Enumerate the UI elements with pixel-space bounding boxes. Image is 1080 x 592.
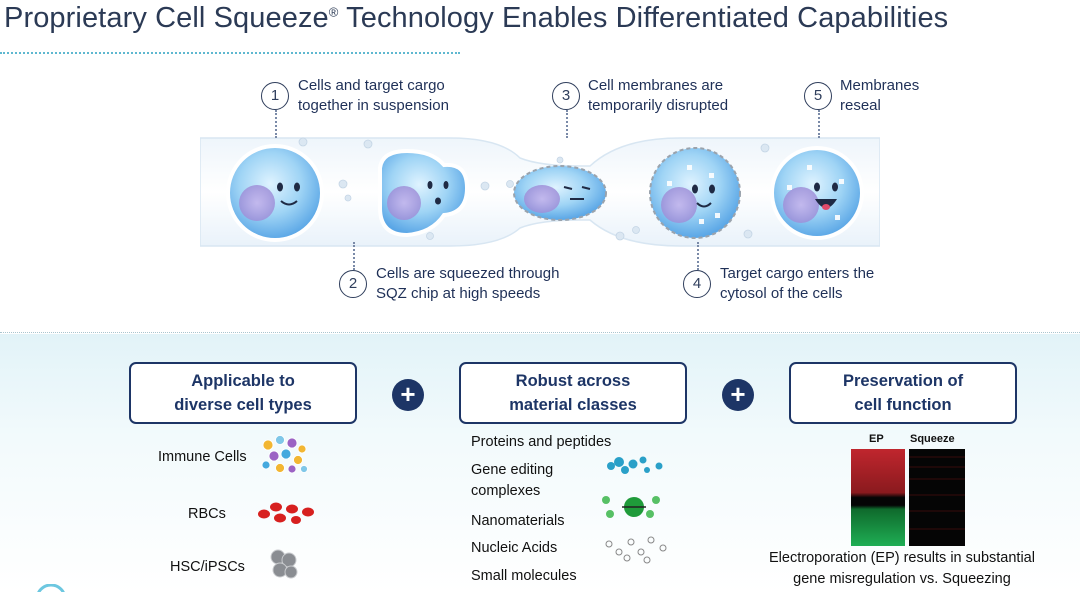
small-molecules-icon: [605, 536, 667, 564]
step-1-connector: [275, 110, 277, 138]
gene-expression-heatmap: [851, 449, 965, 546]
squeeze-process-illustration: [200, 137, 880, 247]
material-nucleic-acids: Nucleic Acids: [471, 540, 558, 556]
material-proteins: Proteins and peptides: [471, 434, 612, 450]
cell-type-hsc: HSC/iPSCs: [170, 559, 245, 575]
step-3-connector: [566, 110, 568, 138]
immune-cells-icon: [261, 435, 308, 474]
material-nanomaterials: Nanomaterials: [471, 513, 565, 529]
section-divider: [0, 332, 1080, 333]
material-small-molecules: Small molecules: [471, 568, 577, 584]
step-2-connector: [353, 242, 355, 270]
step-5-connector: [818, 110, 820, 138]
step-2-number: 2: [339, 270, 367, 298]
cell-type-rbcs: RBCs: [188, 506, 226, 522]
page-title: Proprietary Cell Squeeze® Technology Ena…: [4, 2, 948, 35]
title-rest: Technology Enables Differentiated Capabi…: [338, 2, 949, 34]
stem-cells-icon: [270, 549, 298, 579]
heatmap-label-squeeze: Squeeze: [910, 433, 955, 445]
cell-5: [770, 146, 864, 240]
heatmap-label-ep: EP: [869, 433, 884, 445]
step-4-connector: [697, 242, 699, 270]
title-main: Proprietary Cell Squeeze: [4, 2, 329, 34]
cell-4: [649, 147, 741, 239]
rbc-icon: [258, 502, 314, 524]
title-underline: [0, 52, 460, 54]
cell-1: [226, 144, 324, 242]
plus-icon: +: [392, 379, 424, 411]
step-4-number: 4: [683, 270, 711, 298]
step-3-number: 3: [552, 82, 580, 110]
cell-type-immune: Immune Cells: [158, 449, 247, 465]
heatmap-caption: Electroporation (EP) results in substant…: [769, 550, 1035, 587]
registered-mark: ®: [328, 4, 339, 20]
gene-editing-complex-icon: [602, 496, 660, 518]
corner-decoration: [37, 584, 65, 592]
protein-icon: [607, 456, 663, 474]
plus-icon: +: [722, 379, 754, 411]
cell-3: [513, 165, 607, 221]
cell-2: [378, 148, 470, 238]
step-1-number: 1: [261, 82, 289, 110]
step-5-number: 5: [804, 82, 832, 110]
cargo-particles: [298, 137, 770, 241]
